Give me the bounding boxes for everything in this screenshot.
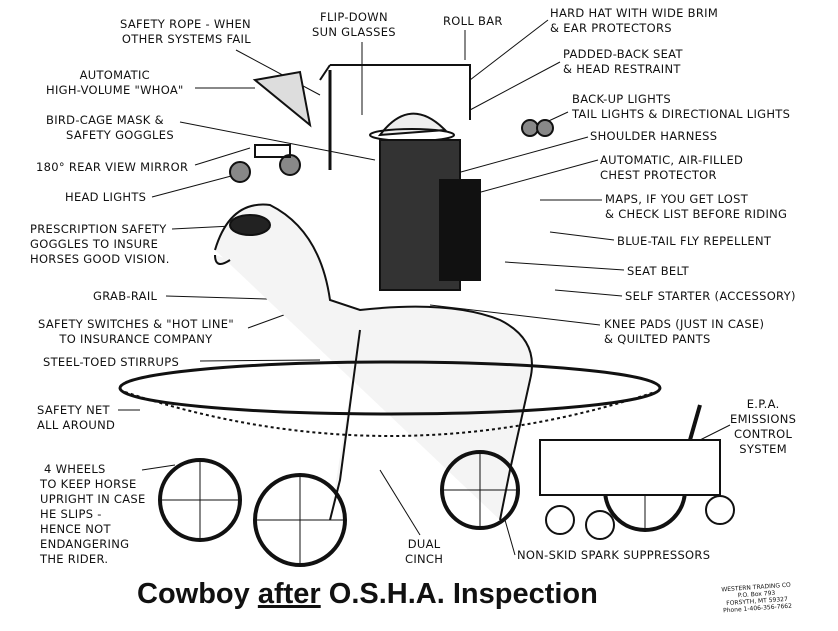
label-line: SELF STARTER (ACCESSORY): [625, 289, 796, 303]
label-line: O.S.H.A. Inspection: [320, 578, 598, 610]
label-line: E.P.A.: [746, 397, 780, 411]
label-line: GRAB-RAIL: [93, 289, 158, 303]
label-line: OTHER SYSTEMS FAIL: [121, 32, 251, 46]
label-line: AUTOMATIC, AIR-FILLED: [600, 153, 744, 167]
label-line: BLUE-TAIL FLY REPELLENT: [617, 234, 772, 248]
label-starter: SELF STARTER (ACCESSORY): [625, 289, 796, 304]
label-line: PADDED-BACK SEAT: [563, 47, 683, 61]
label-line: BIRD-CAGE MASK &: [46, 113, 164, 127]
label-line: HE SLIPS -: [40, 507, 102, 521]
label-grab-rail: GRAB-RAIL: [93, 289, 157, 304]
label-line: ROLL BAR: [443, 14, 503, 28]
label-line: STEEL-TOED STIRRUPS: [43, 355, 180, 369]
label-line: 180° REAR VIEW MIRROR: [36, 160, 189, 174]
label-line: THE RIDER.: [40, 552, 109, 566]
label-line: HENCE NOT: [40, 522, 111, 536]
label-line: ENDANGERING: [40, 537, 130, 551]
leader-lines: [118, 19, 731, 556]
label-line: Cowboy: [137, 578, 258, 610]
label-line: 4 WHEELS: [44, 462, 106, 476]
label-line: ALL AROUND: [37, 418, 116, 432]
label-seat-belt: SEAT BELT: [627, 264, 689, 279]
label-line: HIGH-VOLUME "WHOA": [46, 83, 184, 97]
label-line: NON-SKID SPARK SUPPRESSORS: [517, 548, 711, 562]
label-line: SAFETY GOGGLES: [66, 128, 174, 142]
label-line: TO INSURANCE COMPANY: [59, 332, 213, 346]
label-line: SEAT BELT: [627, 264, 689, 278]
label-line: SAFETY NET: [37, 403, 110, 417]
label-line: AUTOMATIC: [79, 68, 150, 82]
label-line: SUN GLASSES: [312, 25, 396, 39]
label-line: & CHECK LIST BEFORE RIDING: [605, 207, 788, 221]
label-hard-hat: HARD HAT WITH WIDE BRIM& EAR PROTECTORS: [550, 6, 718, 36]
label-line: SAFETY ROPE - WHEN: [120, 17, 251, 31]
label-line: HEAD LIGHTS: [65, 190, 147, 204]
label-line: CHEST PROTECTOR: [600, 168, 717, 182]
label-line: CINCH: [405, 552, 444, 566]
label-seat: PADDED-BACK SEAT& HEAD RESTRAINT: [563, 47, 683, 77]
label-line: BACK-UP LIGHTS: [572, 92, 671, 106]
label-line: UPRIGHT IN CASE: [40, 492, 146, 506]
label-line: EMISSIONS: [730, 412, 797, 426]
label-line: FLIP-DOWN: [320, 10, 388, 24]
label-line: GOGGLES TO INSURE: [30, 237, 159, 251]
label-mirror: 180° REAR VIEW MIRROR: [36, 160, 188, 175]
label-line: & HEAD RESTRAINT: [563, 62, 681, 76]
label-line: KNEE PADS (JUST IN CASE): [604, 317, 765, 331]
label-line: PRESCRIPTION SAFETY: [30, 222, 167, 236]
label-line: CONTROL: [733, 427, 793, 441]
label-line: TO KEEP HORSE: [40, 477, 137, 491]
hard-hat: [377, 112, 448, 137]
label-knee-pads: KNEE PADS (JUST IN CASE)& QUILTED PANTS: [604, 317, 764, 347]
label-line: HARD HAT WITH WIDE BRIM: [550, 6, 719, 20]
label-line: after: [257, 578, 321, 610]
label-maps: MAPS, IF YOU GET LOST& CHECK LIST BEFORE…: [605, 192, 787, 222]
page-title: Cowboy after O.S.H.A. Inspection: [137, 578, 598, 611]
label-line: DUAL: [407, 537, 441, 551]
label-line: & QUILTED PANTS: [604, 332, 711, 346]
emissions-cart: [539, 439, 721, 496]
safety-net: [118, 360, 662, 416]
label-line: TAIL LIGHTS & DIRECTIONAL LIGHTS: [572, 107, 791, 121]
label-line: MAPS, IF YOU GET LOST: [605, 192, 749, 206]
label-stirrups: STEEL-TOED STIRRUPS: [43, 355, 179, 370]
label-repellent: BLUE-TAIL FLY REPELLENT: [617, 234, 771, 249]
label-spark: NON-SKID SPARK SUPPRESSORS: [517, 548, 710, 563]
label-line: SHOULDER HARNESS: [590, 129, 718, 143]
label-line: HORSES GOOD VISION.: [30, 252, 170, 266]
megaphone: [252, 70, 312, 128]
label-line: SAFETY SWITCHES & "HOT LINE": [38, 317, 234, 331]
label-switches: SAFETY SWITCHES & "HOT LINE"TO INSURANCE…: [38, 317, 234, 347]
label-head-lights: HEAD LIGHTS: [65, 190, 146, 205]
label-mask: BIRD-CAGE MASK &SAFETY GOGGLES: [46, 113, 174, 143]
roll-bar: [319, 64, 471, 120]
label-harness: SHOULDER HARNESS: [590, 129, 717, 144]
label-roll-bar: ROLL BAR: [443, 14, 503, 29]
label-line: SYSTEM: [739, 442, 787, 456]
label-line: & EAR PROTECTORS: [550, 21, 672, 35]
